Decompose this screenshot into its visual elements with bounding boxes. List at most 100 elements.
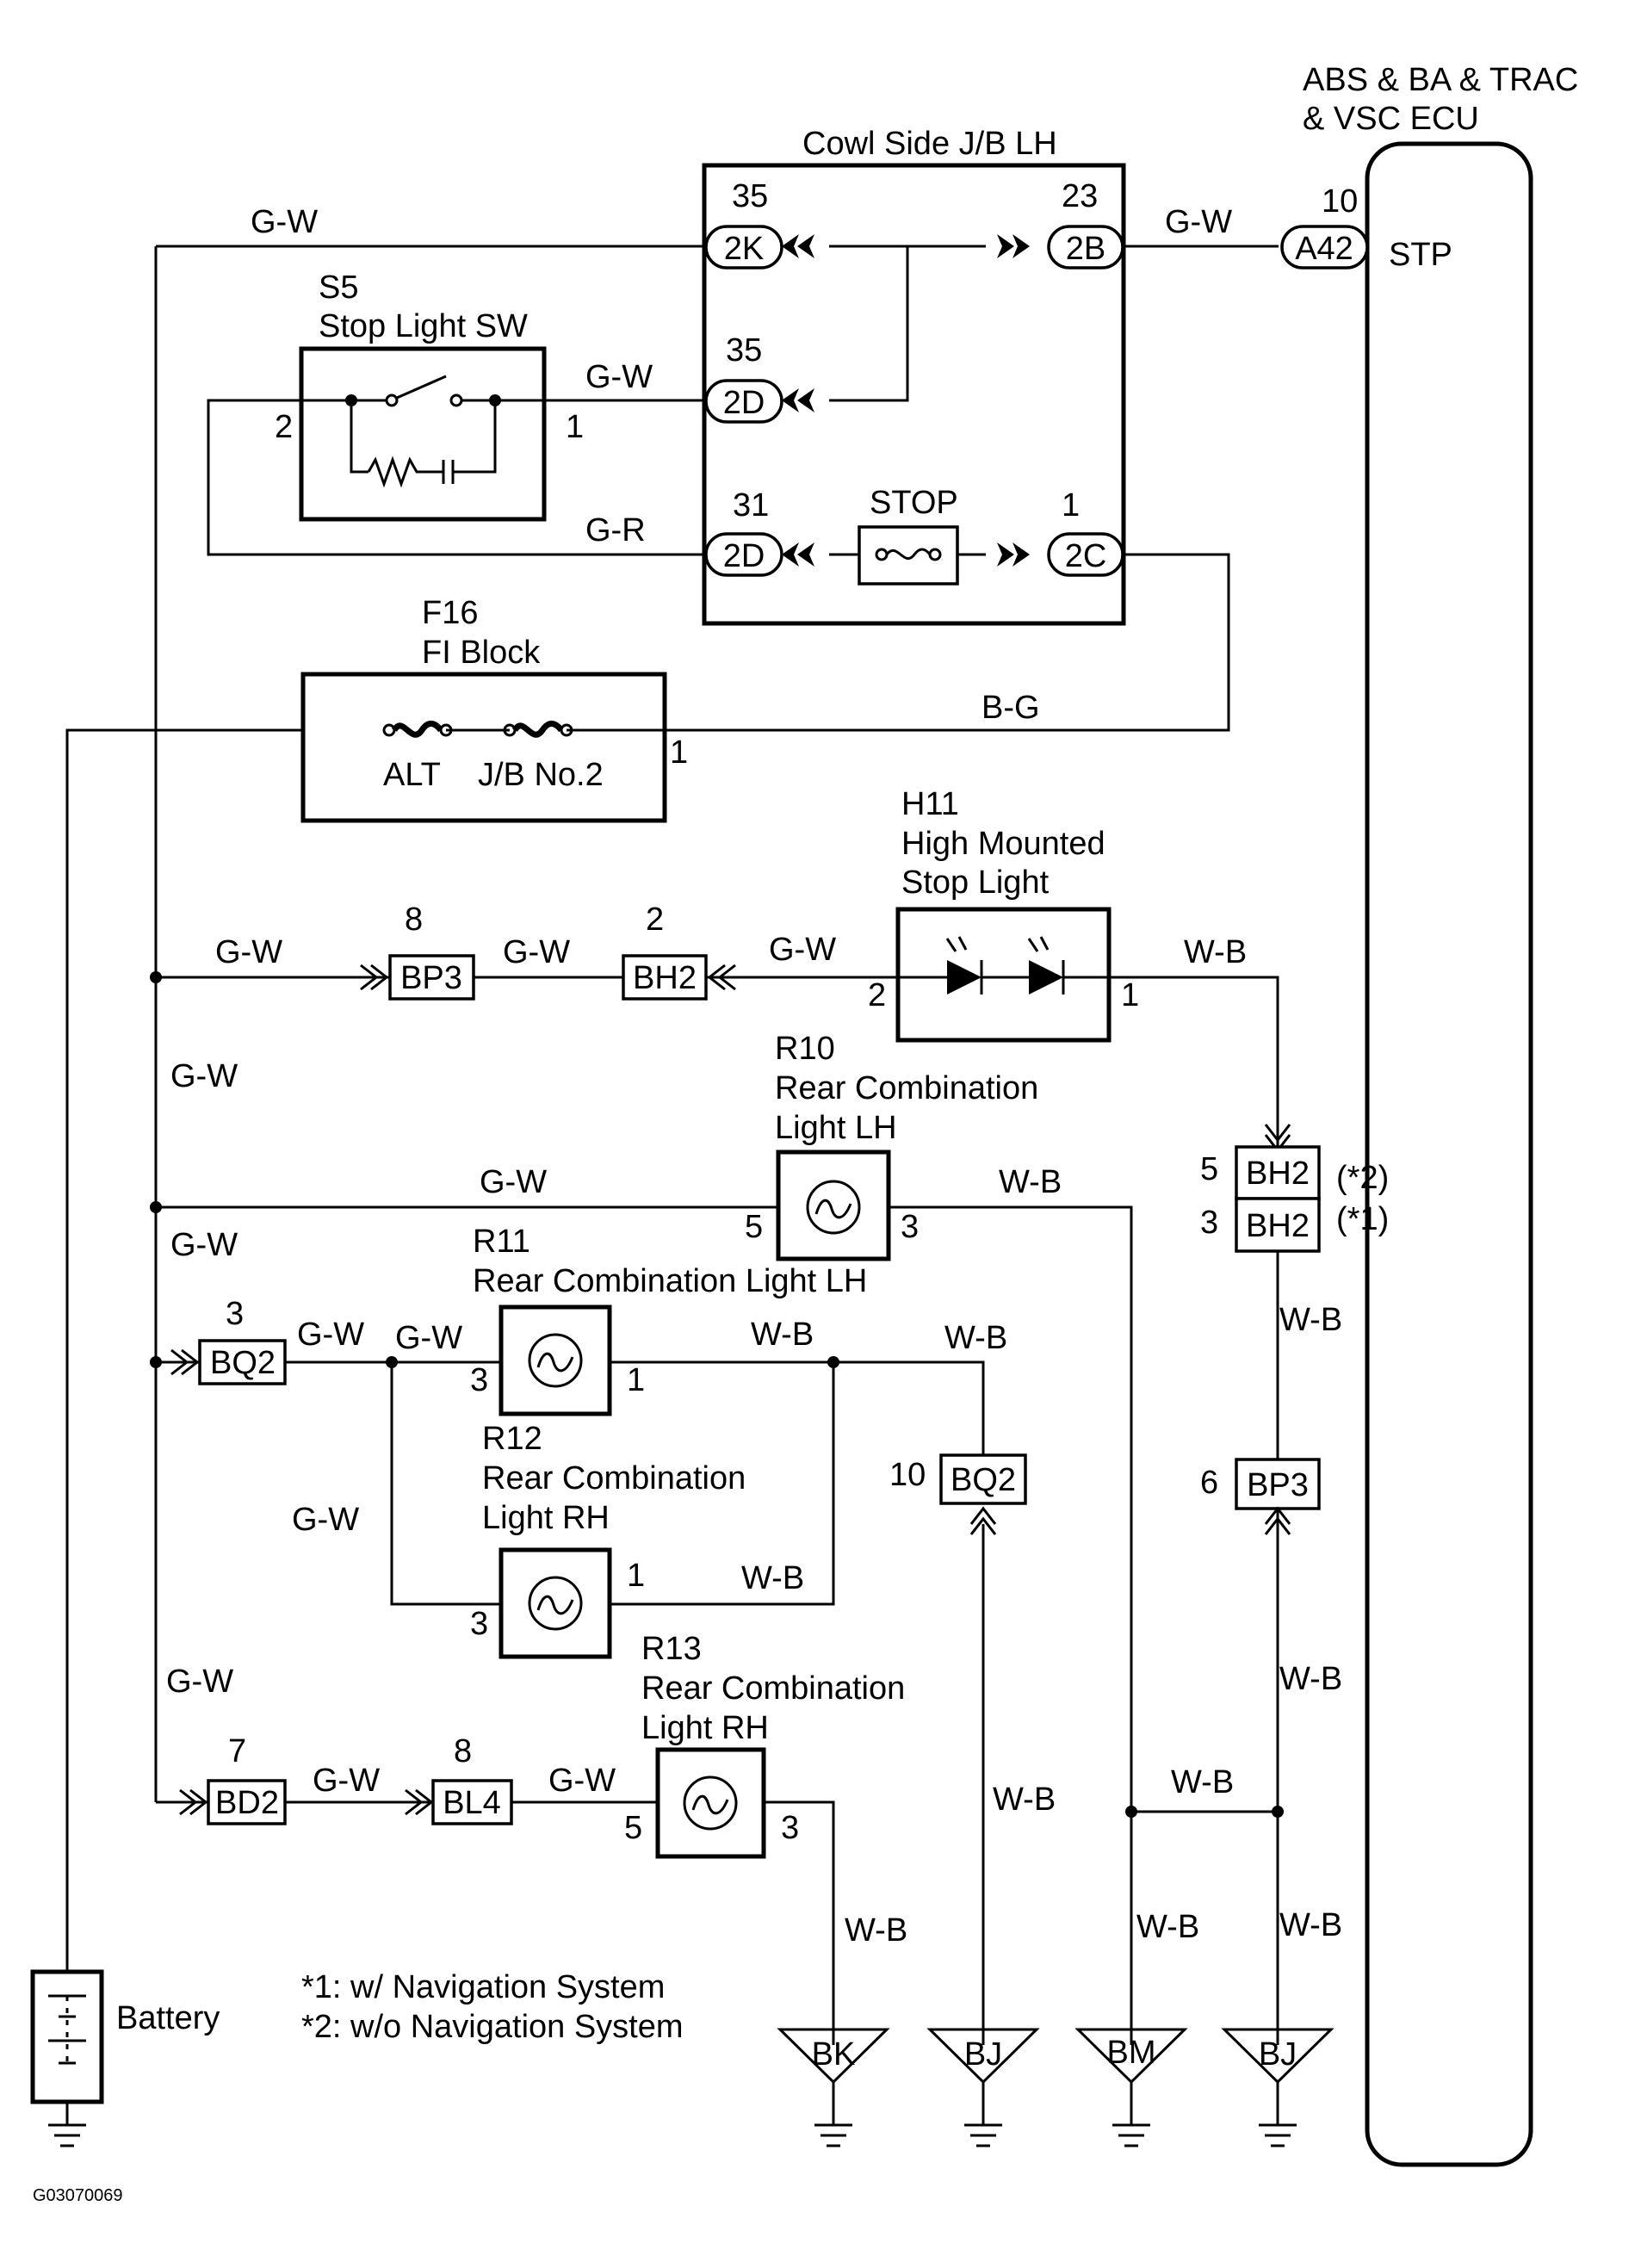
r12-name-line1: Rear Combination: [482, 1460, 746, 1497]
jb-2c-pin: 1: [1062, 487, 1080, 524]
svg-text:G-W: G-W: [585, 359, 653, 395]
r13-id: R13: [641, 1631, 702, 1667]
svg-text:W-B: W-B: [741, 1560, 804, 1596]
svg-text:W-B: W-B: [999, 1164, 1062, 1200]
wire-color-labels: G-W G-W G-W G-R B-G G-W G-W G-W W-B G-W …: [166, 204, 1342, 1949]
bp3-right-connector: BP3: [1247, 1467, 1309, 1503]
ecu-connector-a42: A42: [1295, 231, 1353, 267]
wires: [65, 245, 1279, 2045]
bulb-icon: [528, 1333, 583, 1388]
ground-icon: [964, 2082, 1002, 2147]
svg-text:W-B: W-B: [1279, 1302, 1342, 1338]
stop-fuse-label: STOP: [870, 485, 958, 521]
s5-pin-left: 2: [275, 409, 293, 445]
r11-id: R11: [473, 1224, 530, 1260]
r11-pin-left: 3: [470, 1362, 488, 1398]
bulb-icon: [683, 1775, 738, 1831]
svg-text:G-W: G-W: [297, 1317, 364, 1353]
ground-bj-2: BJ: [1221, 2028, 1334, 2147]
ground-icon: [1259, 2082, 1297, 2147]
ecu-terminal-stp: STP: [1389, 237, 1452, 273]
svg-text:W-B: W-B: [944, 1320, 1007, 1356]
bd2-connector: BD2: [215, 1785, 279, 1821]
svg-text:G-W: G-W: [480, 1164, 547, 1200]
bh2-r2-pin: 3: [1200, 1205, 1218, 1241]
f16-id: F16: [422, 595, 478, 631]
svg-text:G-W: G-W: [170, 1227, 238, 1263]
h11-pin-left: 2: [868, 977, 886, 1013]
jb-2d-bottom-connector: 2D: [723, 538, 765, 574]
r10-name-line2: Light LH: [775, 1110, 897, 1146]
svg-text:G-W: G-W: [292, 1502, 359, 1538]
junction-dots: [150, 971, 1284, 1818]
r13-pin-right: 3: [781, 1810, 799, 1846]
ecu-block: ABS & BA & TRAC & VSC ECU 10 A42 STP: [1280, 62, 1578, 2167]
jb-title: Cowl Side J/B LH: [802, 126, 1057, 162]
r12-id: R12: [482, 1421, 542, 1457]
h11-name-line1: High Mounted: [901, 826, 1105, 862]
rear-combination-light-rh-r12: R12 Rear Combination Light RH 3 1: [470, 1421, 746, 1659]
jb-2k-pin: 35: [732, 178, 768, 214]
stop-fuse-icon: [885, 548, 932, 561]
ground-points: BK BJ BM BJ: [777, 2028, 1334, 2147]
svg-text:G-W: G-W: [503, 934, 570, 970]
bl4-connector: BL4: [443, 1785, 501, 1821]
footnotes: *1: w/ Navigation System *2: w/o Navigat…: [33, 1969, 684, 2205]
bh2-r2-connector: BH2: [1246, 1208, 1310, 1244]
jb-2d-top-connector: 2D: [723, 385, 765, 421]
bp3-top-pin: 8: [405, 902, 423, 938]
s5-pin-right: 1: [566, 409, 584, 445]
svg-text:G-W: G-W: [313, 1763, 380, 1799]
rear-combination-light-lh-r11: R11 Rear Combination Light LH 3 1: [470, 1224, 867, 1416]
bh2-r1-note: (*2): [1336, 1160, 1389, 1196]
alt-fusible-link-icon: [391, 721, 443, 738]
svg-text:BJ: BJ: [964, 2036, 1002, 2073]
ground-icon: [48, 2102, 86, 2147]
r13-pin-left: 5: [624, 1810, 642, 1846]
switch-contact-icon: [396, 375, 447, 400]
r10-pin-left: 5: [745, 1209, 763, 1245]
bh2-top-connector: BH2: [633, 960, 697, 996]
bd2-pin: 7: [228, 1733, 246, 1769]
jb-2b-pin: 23: [1062, 178, 1098, 214]
r10-id: R10: [775, 1031, 835, 1067]
led-icon: [947, 960, 982, 995]
svg-text:W-B: W-B: [1279, 1661, 1342, 1697]
svg-text:G-W: G-W: [251, 204, 318, 240]
r11-name: Rear Combination Light LH: [473, 1263, 867, 1299]
svg-text:W-B: W-B: [1136, 1909, 1199, 1945]
led-icon: [1029, 960, 1063, 995]
rear-combination-light-rh-r13: R13 Rear Combination Light RH 5 3: [624, 1631, 905, 1859]
ground-bk: BK: [777, 2028, 890, 2147]
svg-text:BJ: BJ: [1259, 2036, 1297, 2073]
resistor-icon: [367, 455, 443, 488]
f16-name: FI Block: [422, 635, 541, 671]
bp3-top-connector: BP3: [400, 960, 462, 996]
bulb-icon: [528, 1576, 583, 1631]
bp3-right-pin: 6: [1200, 1465, 1218, 1501]
r12-pin-right: 1: [627, 1558, 645, 1594]
s5-name: Stop Light SW: [319, 308, 528, 344]
r12-pin-left: 3: [470, 1606, 488, 1642]
bh2-r1-pin: 5: [1200, 1151, 1218, 1187]
ecu-title-line2: & VSC ECU: [1303, 101, 1479, 137]
bq2-left-pin: 3: [226, 1296, 244, 1332]
jb-2c-connector: 2C: [1065, 538, 1107, 574]
battery-label: Battery: [116, 2000, 220, 2036]
bq2-left-connector: BQ2: [210, 1345, 276, 1381]
rear-combination-light-lh-r10: R10 Rear Combination Light LH 5 3: [745, 1031, 1038, 1261]
f16-fuse-alt: ALT: [383, 757, 441, 793]
svg-text:W-B: W-B: [1184, 934, 1247, 970]
svg-text:W-B: W-B: [993, 1782, 1056, 1818]
svg-text:W-B: W-B: [1279, 1907, 1342, 1943]
jb2-fusible-link-icon: [511, 721, 564, 738]
ground-icon: [814, 2082, 852, 2147]
high-mounted-stop-light: H11 High Mounted Stop Light 2 1: [868, 786, 1139, 1043]
capacitor-icon: [442, 460, 455, 484]
r10-pin-right: 3: [901, 1209, 919, 1245]
svg-text:G-W: G-W: [215, 934, 282, 970]
battery: Battery: [30, 1969, 220, 2147]
svg-text:G-W: G-W: [395, 1320, 462, 1356]
bh2-r1-connector: BH2: [1246, 1156, 1310, 1192]
